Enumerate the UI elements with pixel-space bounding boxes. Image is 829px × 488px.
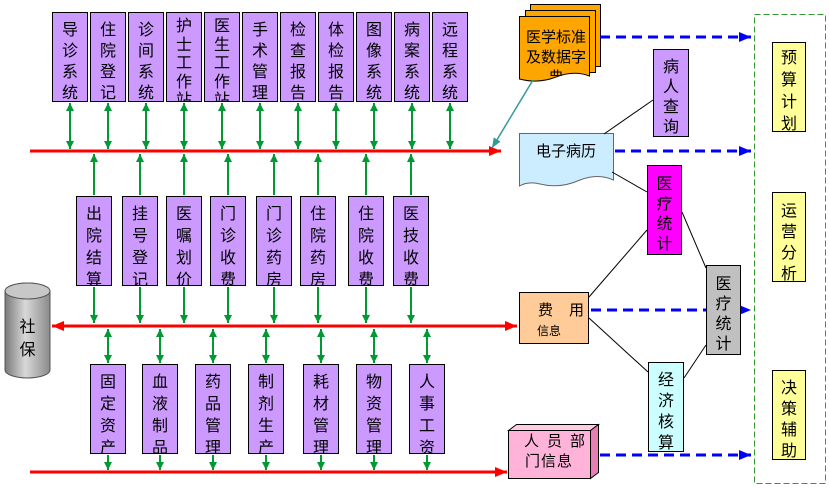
module-order-pricing: 医嘱划价 (166, 196, 202, 286)
module-guide-system: 导诊系统 (52, 12, 88, 102)
module-label: 耗材管理 (313, 372, 330, 454)
module-label: 门诊药房 (266, 204, 283, 286)
module-discharge-settlement: 出院结算 (76, 196, 112, 286)
module-label: 手术管理 (252, 20, 269, 102)
module-drug-management: 药品管理 (195, 364, 231, 454)
module-label: 物资管理 (366, 372, 383, 454)
module-label: 医生工作站 (214, 16, 231, 102)
module-label: 远程系统 (442, 20, 459, 102)
relation-line (681, 211, 707, 269)
module-outpatient-pharmacy: 门诊药房 (256, 196, 292, 286)
fee-info-line1: 费用 (538, 301, 584, 319)
module-label: 医嘱划价 (176, 204, 193, 286)
stack-page-front (519, 16, 590, 82)
economic-accounting-box: 经济核算 (648, 362, 684, 452)
module-label: 导诊系统 (62, 20, 79, 102)
module-label: 血液制品 (152, 372, 169, 454)
standards-link-arrow (491, 79, 534, 149)
output-label: 决策辅助 (781, 378, 798, 460)
module-label: 住院登记 (100, 20, 117, 102)
module-doctor-workstation: 医生工作站 (204, 12, 240, 102)
social-security-cylinder (4, 282, 51, 379)
module-registration: 挂号登记 (122, 196, 158, 286)
relation-line (603, 99, 654, 135)
module-inpatient-billing: 住院收费 (348, 196, 384, 286)
module-imaging-system: 图像系统 (356, 12, 392, 102)
module-label: 出院结算 (86, 204, 103, 286)
fee-info-line2: 信息 (537, 324, 562, 338)
module-exam-report: 检查报告 (280, 12, 316, 102)
module-label: 药品管理 (205, 372, 222, 454)
module-materials-management: 物资管理 (356, 364, 392, 454)
output-budget-plan: 预算计划 (772, 42, 806, 132)
module-label: 住院药房 (310, 204, 327, 286)
module-consumables-management: 耗材管理 (303, 364, 339, 454)
relation-line (588, 317, 649, 373)
emr-label: 电子病历 (535, 142, 596, 160)
output-decision-support: 决策辅助 (772, 370, 806, 460)
module-medical-record-system: 病案系统 (394, 12, 430, 102)
medical-statistics-label: 医疗统计 (656, 174, 673, 253)
economic-accounting-label: 经济核算 (658, 370, 675, 452)
cylinder-top (4, 282, 51, 300)
module-label: 护士工作站 (176, 16, 193, 102)
box-side-face (590, 423, 599, 480)
medical-standards-label: 医学标准及数据字典 (525, 28, 586, 76)
module-label: 病案系统 (404, 20, 421, 102)
module-label: 医技收费 (403, 204, 420, 286)
top-row-connectors (66, 103, 454, 149)
module-blood-products: 血液制品 (142, 364, 178, 454)
module-label: 检查报告 (290, 20, 307, 102)
module-remote-system: 远程系统 (432, 12, 468, 102)
box-front-face (508, 430, 591, 479)
relation-line (683, 344, 707, 379)
output-operation-analysis: 运营分析 (772, 192, 806, 282)
staff-dept-label-wrap: 人员部 门信息 (508, 430, 590, 478)
module-label: 体检报告 (328, 20, 345, 102)
module-label: 人事工资 (419, 372, 436, 454)
module-label: 挂号登记 (132, 204, 149, 286)
relation-lines (588, 99, 707, 379)
social-security-label-wrap: 社保 (5, 315, 50, 363)
social-security-label: 社保 (19, 317, 36, 359)
module-label: 制剂生产 (258, 372, 275, 454)
module-hr-payroll: 人事工资 (409, 364, 445, 454)
module-label: 诊间系统 (138, 20, 155, 102)
module-physical-exam-report: 体检报告 (318, 12, 354, 102)
module-label: 门诊收费 (220, 204, 237, 286)
output-label: 运营分析 (781, 201, 798, 282)
relation-line (611, 171, 648, 193)
module-nurse-workstation: 护士工作站 (166, 12, 202, 102)
statistics-summary-box: 医疗统计 (706, 265, 741, 355)
module-fixed-assets: 固定资产 (90, 364, 126, 454)
statistics-summary-label: 医疗统计 (715, 274, 732, 353)
medical-statistics-box: 医疗统计 (647, 165, 682, 255)
module-outpatient-billing: 门诊收费 (210, 196, 246, 286)
fee-info-box: 费用 信息 (519, 292, 589, 344)
module-clinic-system: 诊间系统 (128, 12, 164, 102)
staff-dept-box (507, 423, 600, 480)
patient-query-box: 病人查询 (653, 49, 689, 137)
relation-line (588, 229, 648, 298)
module-preparation-production: 制剂生产 (248, 364, 284, 454)
staff-dept-line1: 人员部 (524, 432, 590, 450)
module-label: 住院收费 (358, 204, 375, 286)
output-label: 预算计划 (781, 48, 798, 132)
module-label: 图像系统 (366, 20, 383, 102)
medical-standards-label-wrap: 医学标准及数据字典 (521, 27, 591, 76)
medical-standards-stack (519, 4, 601, 82)
bottom-row-connectors (104, 329, 431, 470)
emr-label-wrap: 电子病历 (519, 141, 613, 163)
module-medtech-billing: 医技收费 (393, 196, 429, 286)
module-inpatient-registration: 住院登记 (90, 12, 126, 102)
patient-query-label: 病人查询 (663, 57, 680, 136)
staff-dept-line2: 门信息 (525, 452, 574, 470)
module-surgery-management: 手术管理 (242, 12, 278, 102)
emr-document-shape (519, 133, 614, 187)
middle-row-connectors (90, 154, 415, 323)
module-inpatient-pharmacy: 住院药房 (300, 196, 336, 286)
module-label: 固定资产 (100, 372, 117, 454)
